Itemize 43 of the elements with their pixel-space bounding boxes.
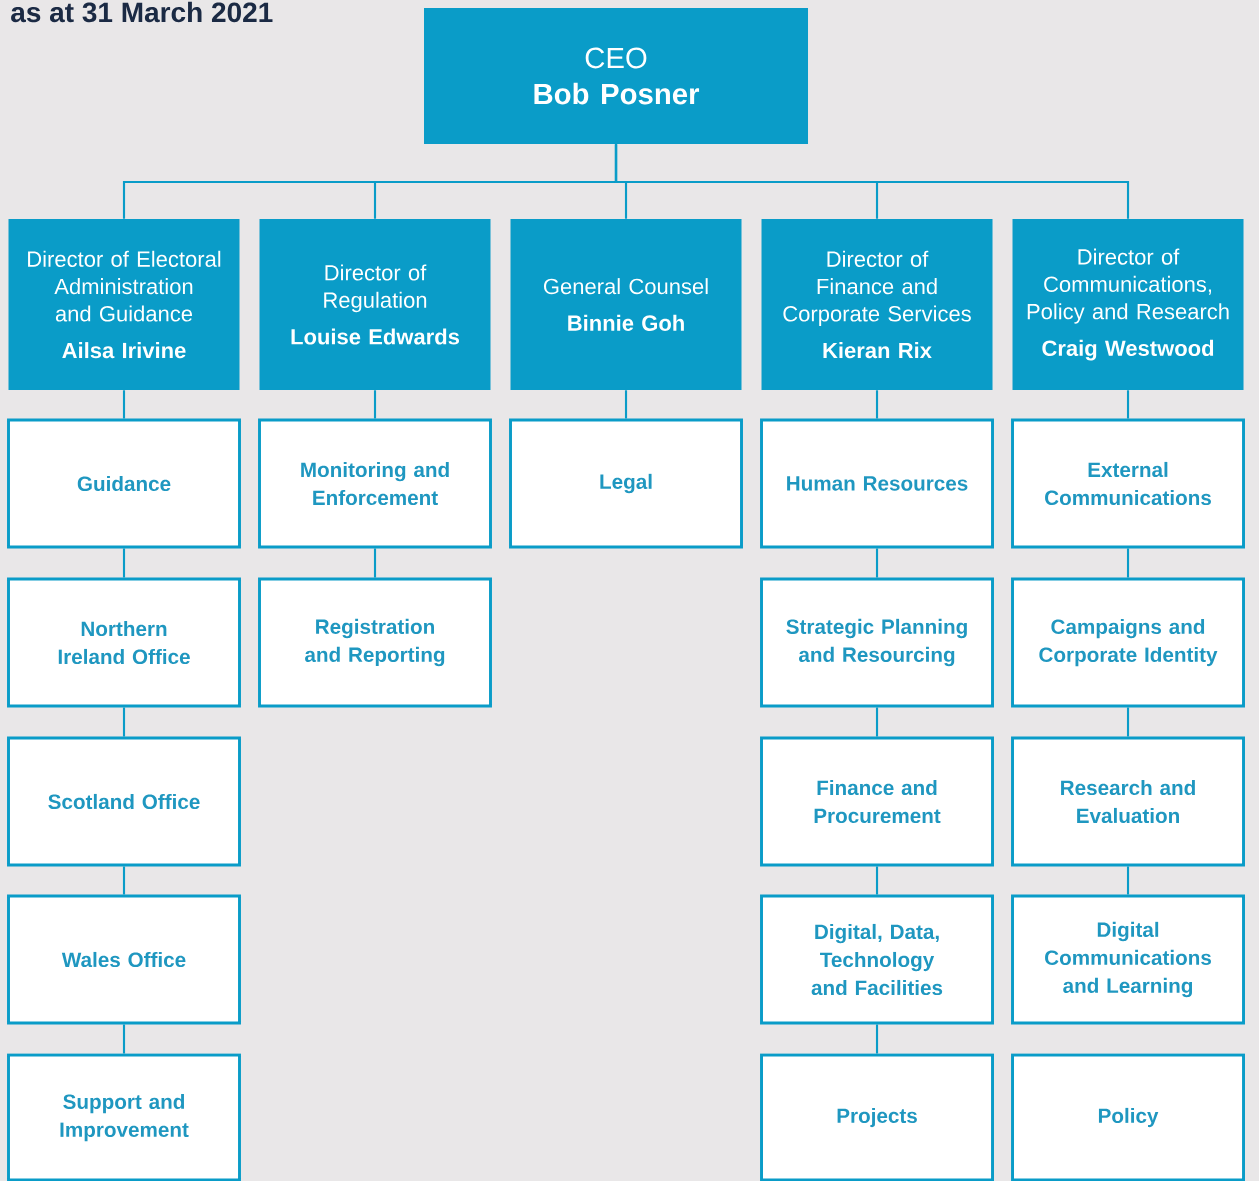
team-box: Campaigns and Corporate Identity [1011, 577, 1245, 708]
connector-line [122, 390, 126, 419]
title: as at 31 March 2021 [11, 1, 273, 23]
connector-line [614, 144, 1130, 219]
connector-line [122, 866, 126, 895]
connector-line [875, 1024, 879, 1054]
team-box: Registration and Reporting [258, 577, 492, 708]
team-box: Digital, Data, Technology and Facilities [760, 894, 994, 1025]
director-box: Director of Electoral Administration and Guidance Ailsa Irivine [8, 219, 240, 390]
connector-line [875, 707, 879, 737]
team-box: Wales Office [7, 894, 241, 1025]
director-box: Director of Finance and Corporate Services Kieran Rix [761, 219, 993, 390]
connector-line [875, 548, 879, 578]
connector-line [122, 548, 126, 578]
team-box: Monitoring and Enforcement [258, 418, 492, 549]
team-box: Support and Improvement [7, 1053, 241, 1181]
connector-line [875, 866, 879, 895]
team-box: Strategic Planning and Resourcing [760, 577, 994, 708]
team-box: Northern Ireland Office [7, 577, 241, 708]
connector-line [1126, 866, 1130, 895]
team-box: Guidance [7, 418, 241, 549]
connector-line [1126, 707, 1130, 737]
director-box: General Counsel Binnie Goh [510, 219, 742, 390]
connector-line [1126, 390, 1130, 419]
connector-line [1126, 548, 1130, 578]
team-box: Scotland Office [7, 736, 241, 867]
ceo-box: CEO Bob Posner [424, 8, 808, 144]
team-box: Legal [509, 418, 743, 549]
connector-line [373, 390, 377, 419]
connector-line [373, 548, 377, 578]
team-box: Policy [1011, 1053, 1245, 1181]
team-box: Human Resources [760, 418, 994, 549]
team-box: Research and Evaluation [1011, 736, 1245, 867]
team-box: Projects [760, 1053, 994, 1181]
team-box: External Communications [1011, 418, 1245, 549]
connector-line [122, 1024, 126, 1054]
team-box: Digital Communications and Learning [1011, 894, 1245, 1025]
director-box: Director of Communications, Policy and Research Craig Westwood [1012, 219, 1244, 390]
connector-line [624, 390, 628, 419]
connector-line [122, 707, 126, 737]
director-box: Director of Regulation Louise Edwards [259, 219, 491, 390]
connector-line [875, 390, 879, 419]
team-box: Finance and Procurement [760, 736, 994, 867]
